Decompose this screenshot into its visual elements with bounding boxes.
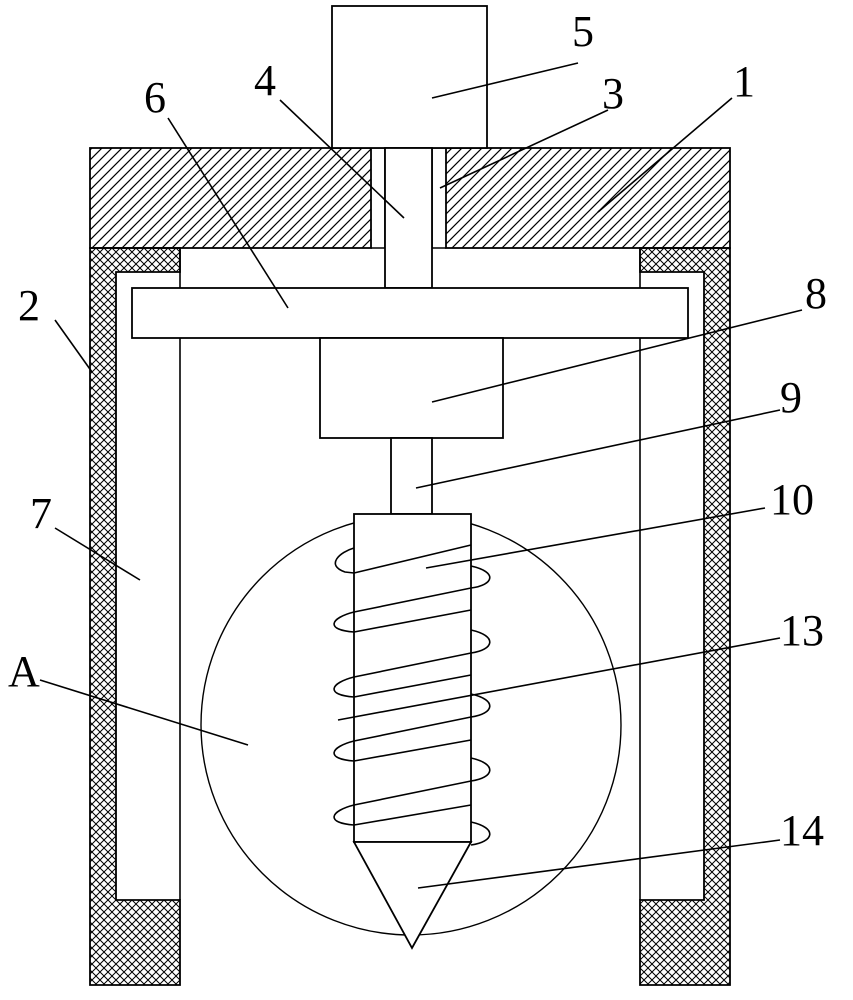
crossbeam [131,287,689,339]
secondary-motor [319,337,504,439]
label-9: 9 [780,373,802,422]
right-frame-leg [639,247,731,986]
top-plate-right [445,147,731,249]
label-A: A [8,647,40,696]
label-6: 6 [144,73,166,122]
top-plate-left [89,147,372,249]
label-1: 1 [733,57,755,106]
leader-lines [39,62,803,889]
label-13: 13 [780,606,824,655]
label-4: 4 [254,56,276,105]
motor [331,5,488,149]
connecting-rod [390,437,433,515]
drill-tip [352,841,473,950]
label-3: 3 [602,69,624,118]
spiral-blade [333,547,491,846]
drive-shaft [384,147,433,289]
left-frame-leg [89,247,181,986]
label-14: 14 [780,806,824,855]
label-7: 7 [30,489,52,538]
label-8: 8 [805,269,827,318]
label-2: 2 [18,281,40,330]
label-10: 10 [770,475,814,524]
label-5: 5 [572,7,594,56]
